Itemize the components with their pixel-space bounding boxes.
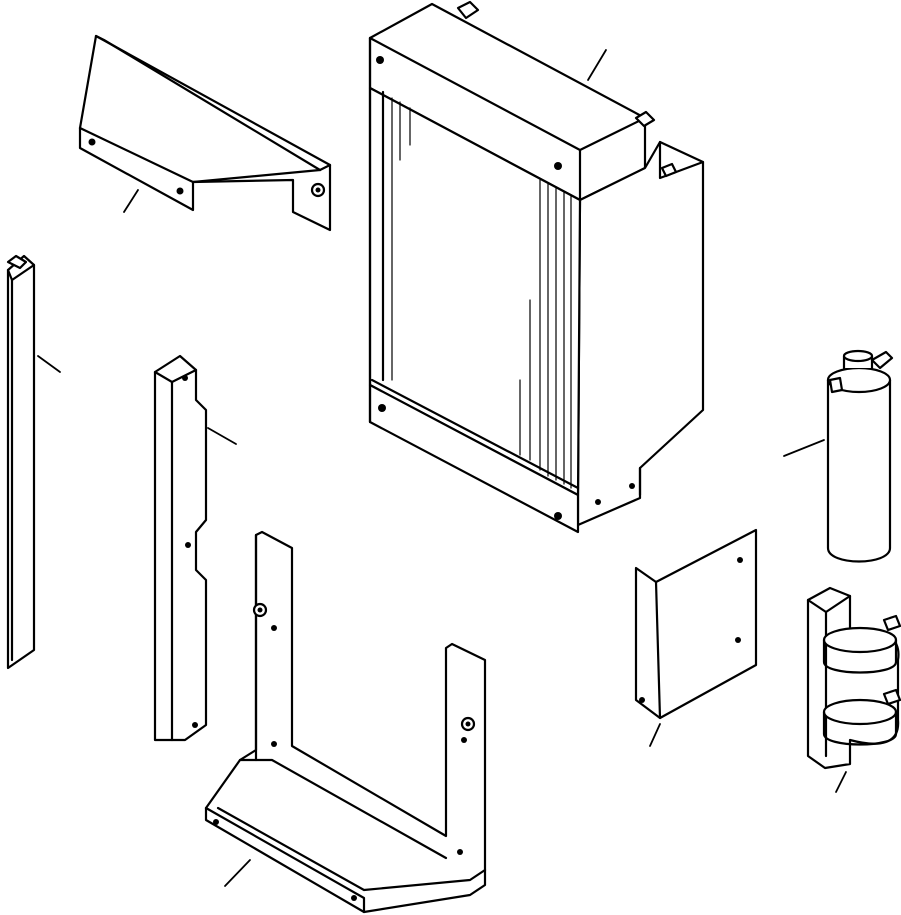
u-bracket-icon	[204, 530, 487, 914]
side-bracket-icon	[153, 354, 237, 742]
band-bracket-icon	[806, 586, 901, 793]
reserve-tank-icon	[783, 349, 894, 563]
seal-strip-icon	[6, 254, 61, 670]
angle-bracket-icon	[634, 528, 758, 747]
shroud-bracket-icon	[78, 34, 332, 232]
radiator-core-icon	[368, 0, 705, 534]
